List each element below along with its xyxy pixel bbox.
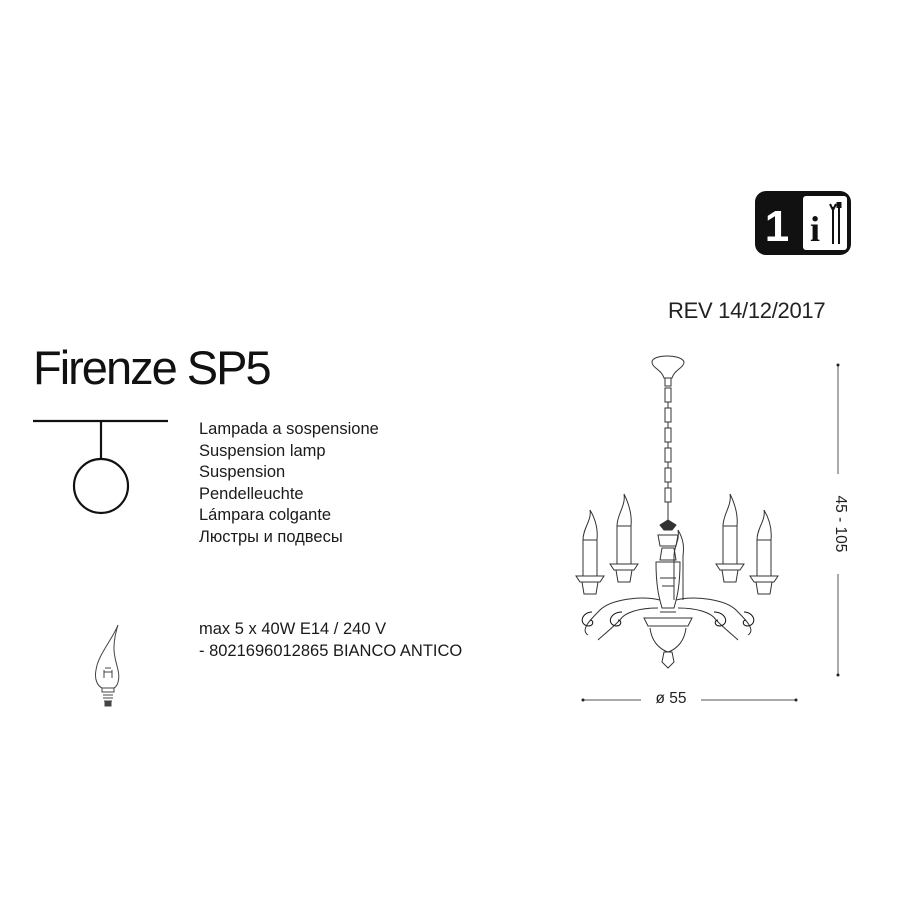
product-descriptions: Lampada a sospensione Suspension lamp Su… xyxy=(199,419,379,548)
diameter-dimension: ø 55 xyxy=(641,690,701,708)
product-code: - 8021696012865 BIANCO ANTICO xyxy=(199,641,463,660)
candle-left-inner xyxy=(609,493,639,583)
revision-date: REV 14/12/2017 xyxy=(668,298,826,323)
badge-frame-icon: 1 i xyxy=(755,191,851,255)
candle-left-outer xyxy=(575,509,605,595)
svg-text:i: i xyxy=(810,209,820,249)
candle-right-outer xyxy=(749,509,779,595)
chandelier-drawing xyxy=(570,350,790,690)
description-en: Suspension lamp xyxy=(199,441,326,460)
instruction-badge: 1 i xyxy=(753,189,853,257)
description-de: Pendelleuchte xyxy=(199,484,304,503)
screwdriver-icon xyxy=(829,202,842,244)
description-ru: Люстры и подвесы xyxy=(199,527,343,546)
description-it: Lampada a sospensione xyxy=(199,420,379,438)
product-title: Firenze SP5 xyxy=(33,341,272,394)
height-dimension: 45 - 105 xyxy=(831,474,849,574)
description-es: Lámpara colgante xyxy=(199,506,332,524)
suspension-lamp-symbol-icon xyxy=(33,418,168,523)
candle-right-inner xyxy=(715,493,745,583)
product-specs: max 5 x 40W E14 / 240 V - 8021696012865 … xyxy=(199,619,462,662)
candle-bulb-icon xyxy=(88,620,128,708)
chain xyxy=(664,377,672,522)
description-fr: Suspension xyxy=(199,463,286,481)
svg-text:1: 1 xyxy=(765,202,789,251)
power-spec: max 5 x 40W E14 / 240 V xyxy=(199,620,387,638)
candle-center xyxy=(673,529,684,600)
